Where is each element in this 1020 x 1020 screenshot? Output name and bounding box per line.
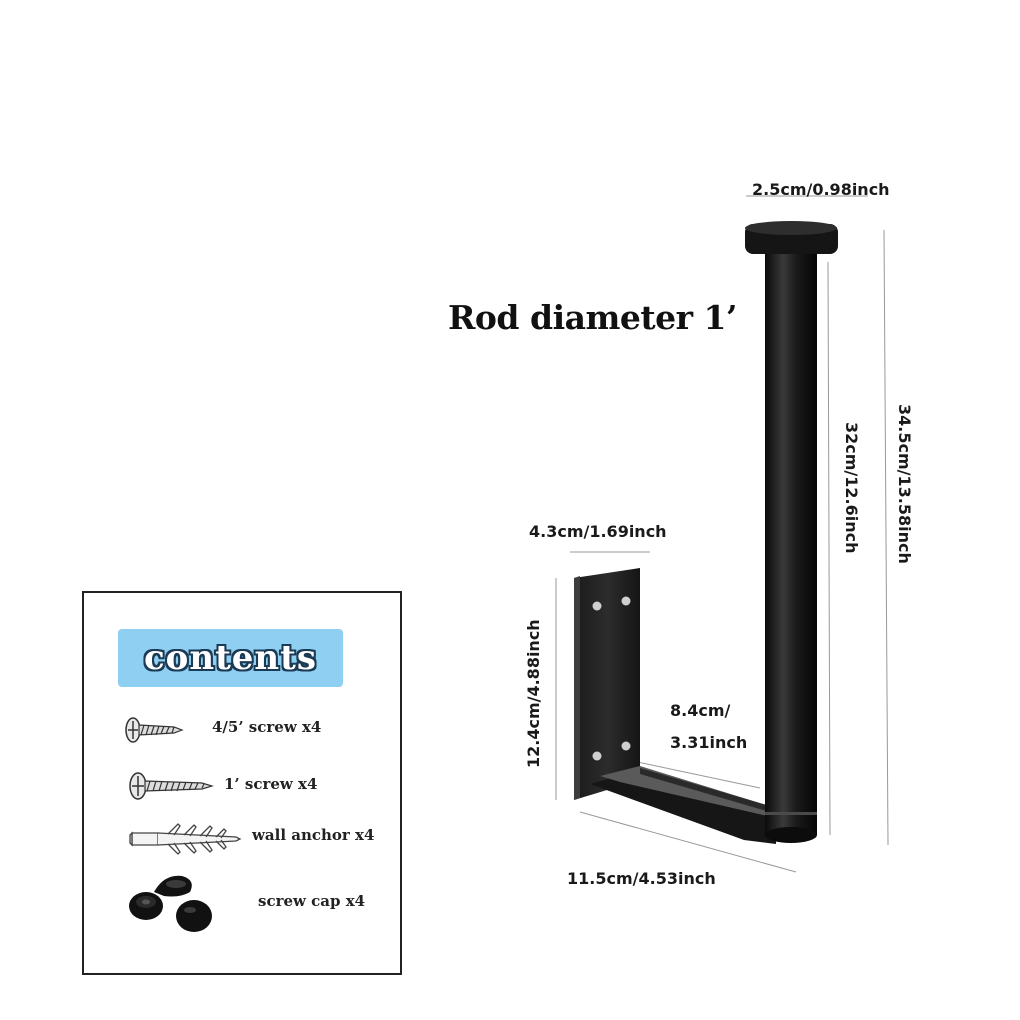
cap-diameter-label: 2.5cm/0.98inch (752, 180, 890, 199)
arm-depth-line (627, 759, 761, 789)
plate-width-label: 4.3cm/1.69inch (529, 522, 667, 541)
contents-title: contents (143, 638, 317, 678)
rod-diameter-title: Rod diameter 1’ (448, 298, 737, 337)
total-height-label: 34.5cm/13.58inch (895, 404, 914, 564)
wall-anchor-icon (129, 823, 242, 855)
contents-item-label: 1’ screw x4 (224, 775, 318, 793)
rod-length-label: 32cm/12.6inch (842, 422, 861, 554)
rod-length-line (827, 261, 831, 836)
base-length-line (579, 811, 797, 873)
wall-plate (574, 568, 640, 800)
arm-depth-label-line2: 3.31inch (670, 733, 748, 752)
contents-item-label: screw cap x4 (258, 892, 366, 910)
base-length-label: 11.5cm/4.53inch (567, 869, 716, 888)
arm-depth-label-line1: 8.4cm/ (670, 701, 731, 720)
contents-item-label: 4/5’ screw x4 (212, 718, 322, 736)
contents-banner: contents (118, 629, 343, 687)
short-screw-icon (125, 717, 184, 743)
contents-panel: contents 4/5’ screw x4 1’ screw x4 wall … (82, 591, 402, 975)
screw-cap-icon (129, 875, 212, 932)
total-height-line (883, 229, 889, 846)
base-arm (590, 766, 776, 844)
contents-item-label: wall anchor x4 (252, 826, 375, 844)
vertical-rod (745, 221, 838, 843)
long-screw-icon (129, 772, 214, 800)
plate-height-label: 12.4cm/4.88inch (524, 619, 543, 768)
